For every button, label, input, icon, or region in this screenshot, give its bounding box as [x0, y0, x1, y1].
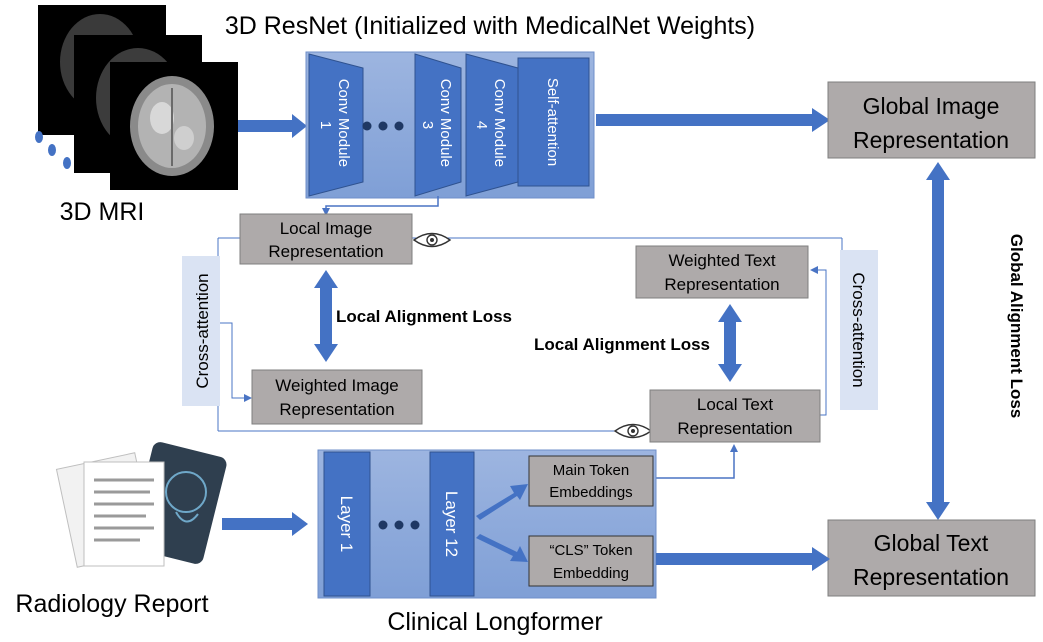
cls-token-embedding: “CLS” Token Embedding: [528, 535, 654, 587]
local-image-line1: Local Image: [280, 219, 373, 238]
conv-module-3-label: Conv Module: [437, 79, 454, 167]
cls-token-line1: “CLS” Token: [549, 542, 632, 559]
layer-1-label: Layer 1: [337, 496, 356, 553]
resnet-ellipsis-dots: [362, 121, 404, 131]
report-to-longformer-arrow: [222, 512, 308, 536]
conv-module-4-label: Conv Module: [491, 79, 508, 167]
layer12-to-cls-token-arrow: [476, 534, 528, 562]
cross-attention-right-label: Cross-attention: [849, 272, 868, 387]
layer12-to-main-token-arrow: [476, 484, 528, 520]
mri-label: 3D MRI: [60, 198, 145, 226]
global-image-line2: Representation: [853, 127, 1009, 153]
resnet-to-global-image-arrow: [596, 108, 830, 132]
mri-to-resnet-arrow: [238, 114, 307, 138]
longformer-title: Clinical Longformer: [387, 608, 602, 636]
local-text-line1: Local Text: [697, 395, 774, 414]
global-alignment-loss-label: Global Alignment Loss: [1007, 234, 1026, 419]
weighted-text-line2: Representation: [664, 275, 779, 294]
main-token-embeddings: Main Token Embeddings: [528, 455, 654, 507]
local-alignment-loss-left-label: Local Alignment Loss: [336, 307, 512, 326]
cross-attention-right: Cross-attention: [840, 250, 878, 410]
local-text-to-cross-attn-arrow: [810, 266, 827, 416]
main-token-to-local-text-arrow: [656, 444, 738, 479]
weighted-image-representation: Weighted Image Representation: [251, 369, 423, 425]
local-alignment-loss-right-label: Local Alignment Loss: [534, 335, 710, 354]
local-image-representation: Local Image Representation: [239, 213, 413, 265]
cross-attention-left-label: Cross-attention: [193, 273, 212, 388]
eye-icon: [613, 423, 653, 439]
conv-module-1-label: Conv Module: [335, 79, 352, 167]
weighted-text-line1: Weighted Text: [668, 251, 775, 270]
local-text-line2: Representation: [677, 419, 792, 438]
conv3-to-local-image-arrow: [322, 196, 439, 216]
local-alignment-arrow-left: [314, 270, 338, 362]
cls-token-line2: Embedding: [553, 565, 629, 582]
global-text-representation: Global Text Representation: [827, 519, 1036, 597]
local-image-line2: Representation: [268, 242, 383, 261]
eye-icon: [412, 232, 452, 248]
global-alignment-arrow: [926, 162, 950, 520]
layer-12-label: Layer 12: [442, 491, 461, 557]
global-image-line1: Global Image: [863, 93, 1000, 119]
svg-text:Conv Module 3: Conv Module 3: [419, 79, 454, 172]
global-text-line2: Representation: [853, 564, 1009, 590]
conv-module-3: Conv Module 3: [414, 53, 462, 197]
self-attention-block: Self-attention: [517, 57, 590, 187]
resnet-title: 3D ResNet (Initialized with MedicalNet W…: [225, 12, 755, 40]
weighted-image-line2: Representation: [279, 400, 394, 419]
cross-attention-left: Cross-attention: [182, 256, 220, 406]
conv-module-4-number: 4: [473, 121, 490, 129]
longformer-layer-1: Layer 1: [323, 451, 371, 597]
mri-slices-image: [35, 5, 238, 190]
conv-module-1: Conv Module 1: [308, 53, 364, 197]
longformer-ellipsis-dots: [378, 520, 420, 530]
conv-module-1-number: 1: [317, 121, 334, 129]
cls-to-global-text-arrow: [656, 547, 830, 571]
weighted-text-representation: Weighted Text Representation: [635, 245, 809, 299]
longformer-layer-12: Layer 12: [429, 451, 475, 597]
global-text-line1: Global Text: [874, 530, 989, 556]
cross-attn-to-weighted-image-arrow: [220, 322, 252, 402]
svg-text:Conv Module 4: Conv Module 4: [473, 79, 508, 172]
conv-module-3-number: 3: [419, 121, 436, 129]
svg-text:Conv Module 1: Conv Module 1: [317, 79, 352, 172]
local-text-representation: Local Text Representation: [649, 389, 821, 443]
local-alignment-arrow-right: [718, 304, 742, 382]
self-attention-label: Self-attention: [544, 78, 561, 166]
weighted-image-line1: Weighted Image: [275, 376, 398, 395]
global-image-representation: Global Image Representation: [827, 81, 1036, 159]
conv-module-4: Conv Module 4: [465, 53, 519, 197]
main-token-line2: Embeddings: [549, 484, 632, 501]
report-label: Radiology Report: [15, 590, 208, 618]
radiology-report-image: [55, 442, 227, 568]
main-token-line1: Main Token: [553, 462, 629, 479]
